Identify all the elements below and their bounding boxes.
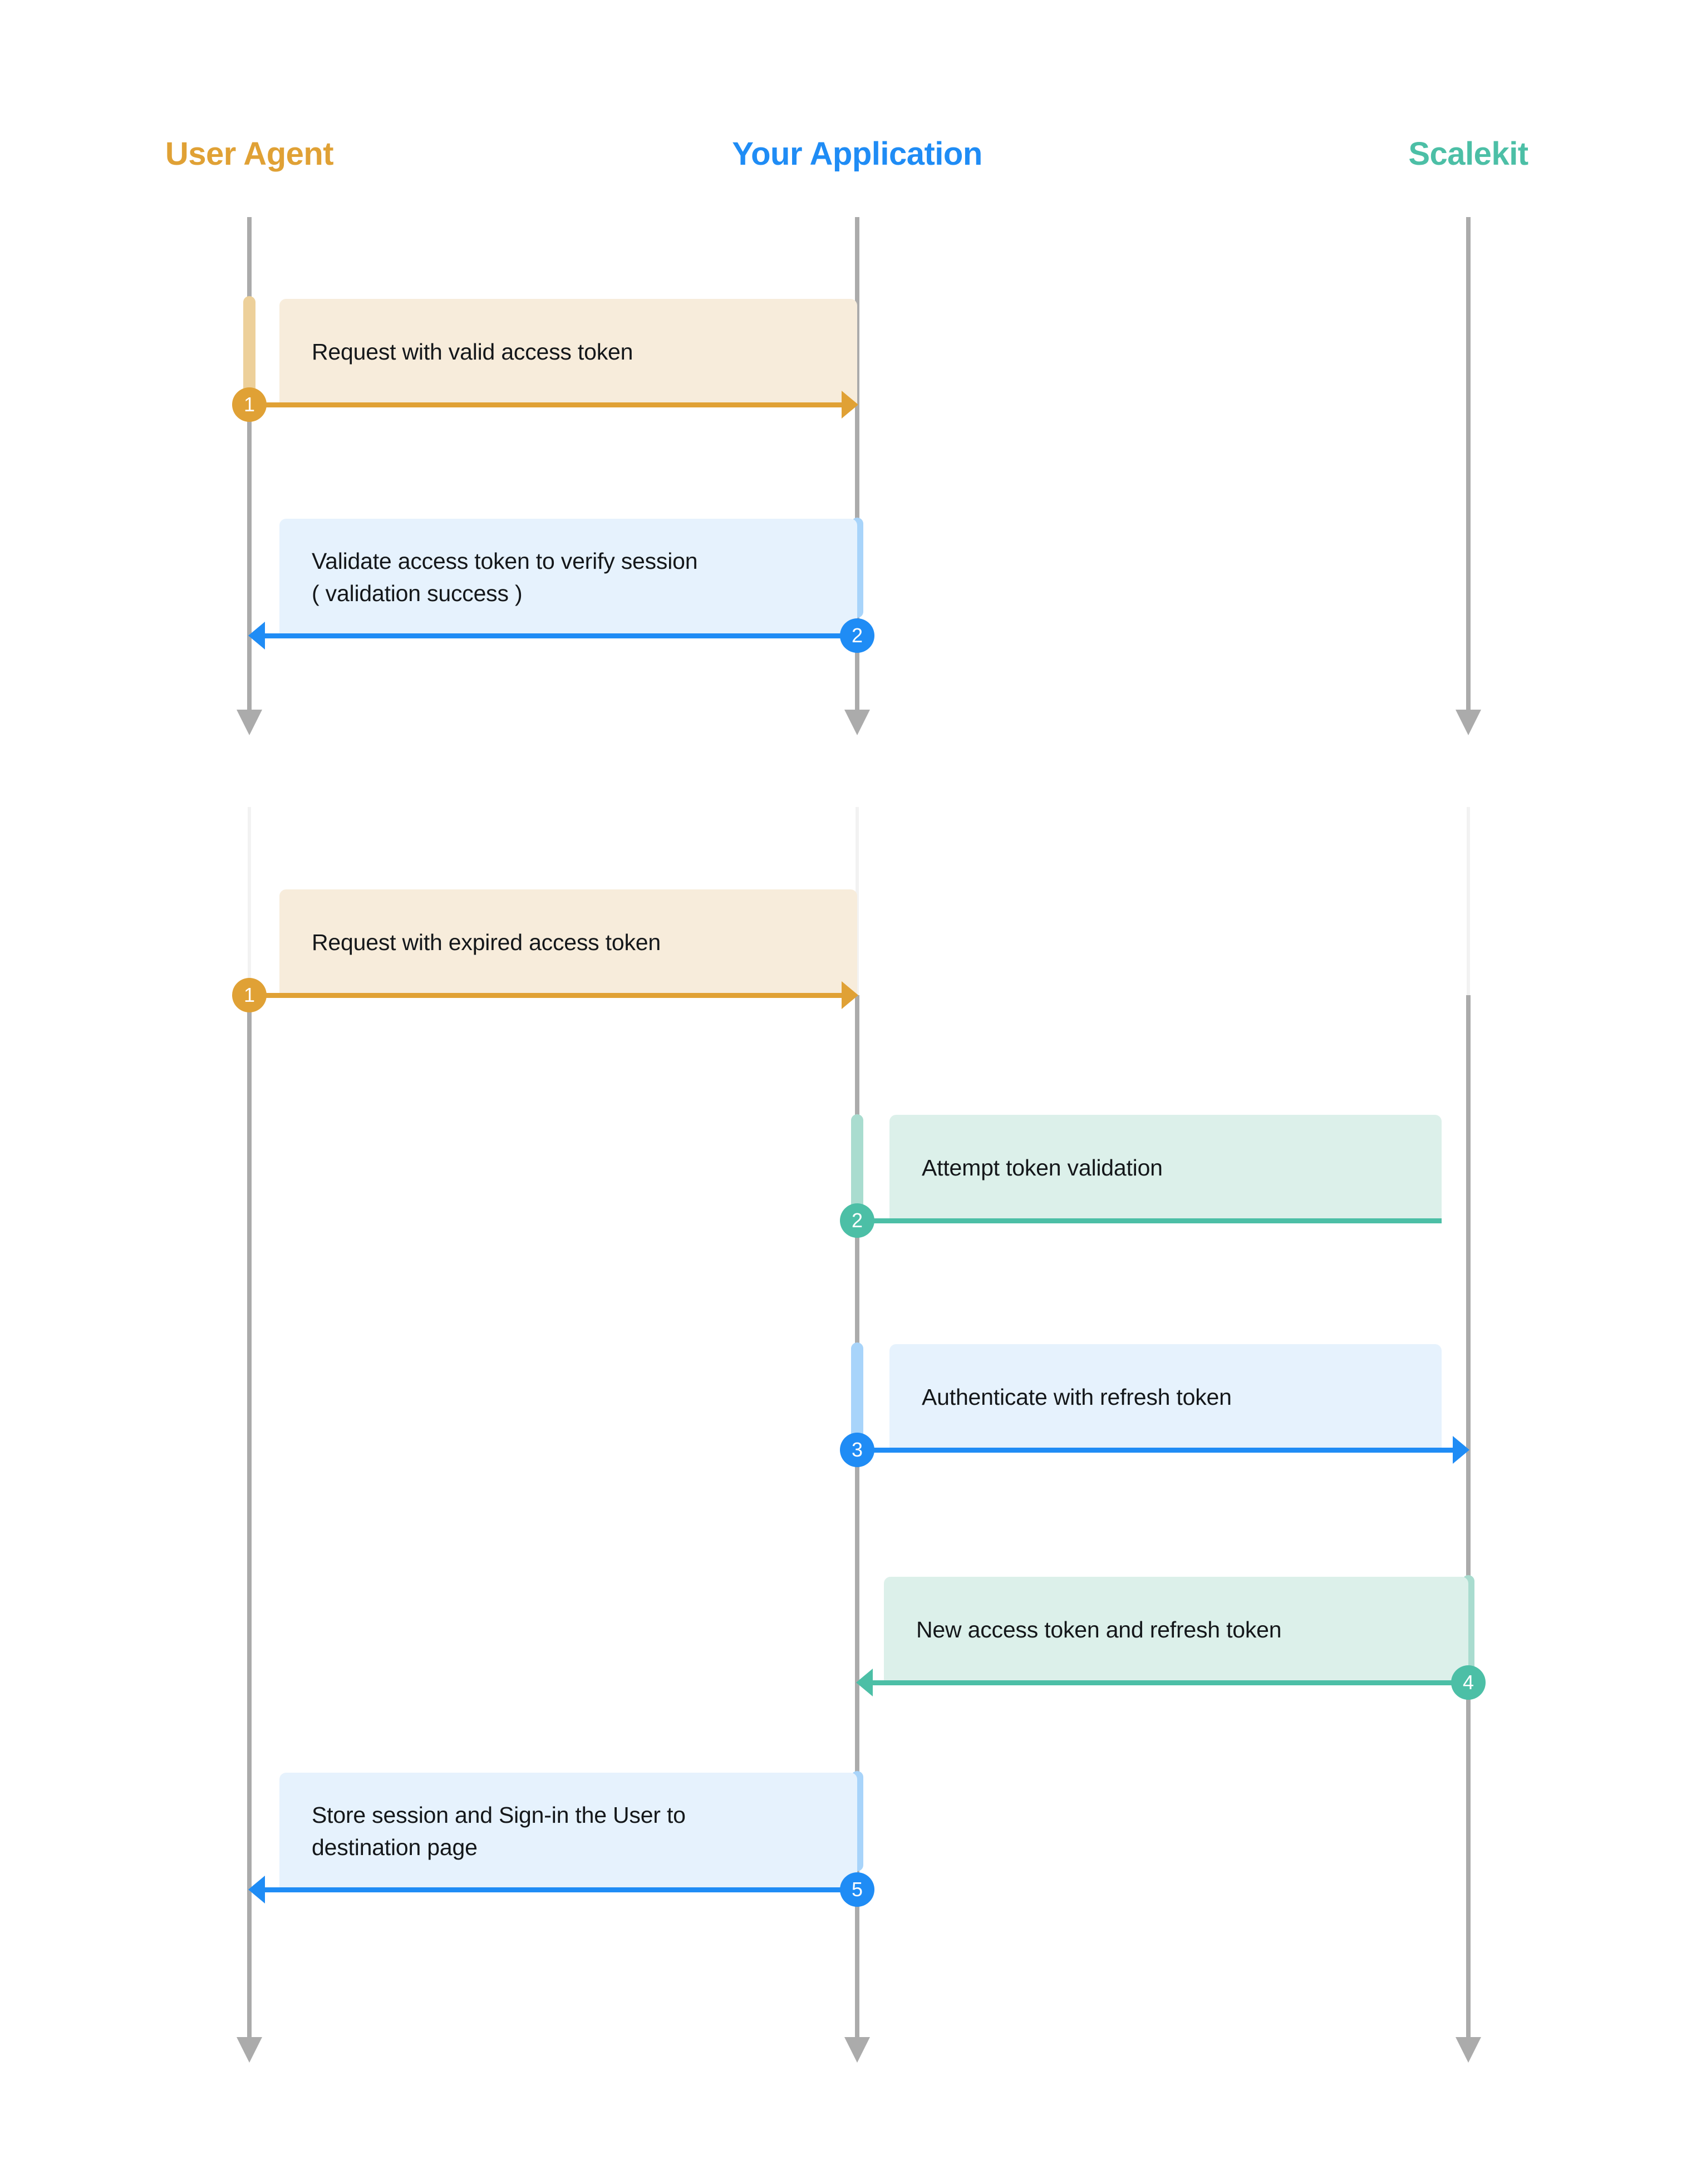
message-box-step-2: Attempt token validation: [889, 1115, 1442, 1221]
participant-header-your-application: Your Application: [732, 136, 982, 172]
message-arrow-step-4: [872, 1680, 1468, 1685]
message-label-step-3: Authenticate with refresh token: [922, 1384, 1232, 1410]
lifeline-end-arrow-your-application: [844, 710, 870, 735]
message-arrow-step-1: [249, 993, 843, 998]
message-arrow-step-2: [264, 633, 857, 638]
arrowhead-step-2: [248, 622, 265, 650]
step-badge-1[interactable]: 1: [232, 387, 267, 422]
participant-header-scalekit: Scalekit: [1408, 136, 1528, 172]
activation-bar-your-application: [851, 1342, 863, 1443]
lifeline-end-arrow-user-agent: [237, 710, 262, 735]
message-label-step-2: Validate access token to verify session(…: [312, 548, 698, 606]
message-label-step-2: Attempt token validation: [922, 1154, 1163, 1180]
step-badge-5[interactable]: 5: [840, 1872, 874, 1907]
lifeline-user-agent: [247, 995, 252, 2037]
lifeline-scalekit: [1466, 217, 1471, 710]
message-label-step-4: New access token and refresh token: [916, 1616, 1282, 1642]
message-box-step-2: Validate access token to verify session(…: [279, 519, 857, 636]
step-badge-2[interactable]: 2: [840, 1203, 874, 1238]
lifeline-user-agent: [247, 217, 252, 710]
lifeline-scalekit: [1466, 995, 1471, 2037]
message-arrow-step-2: [857, 1218, 1442, 1223]
participant-header-user-agent: User Agent: [165, 136, 334, 172]
activation-bar-your-application: [851, 1114, 863, 1213]
arrowhead-step-5: [248, 1876, 265, 1903]
lifeline-end-arrow-your-application: [844, 2037, 870, 2063]
message-label-step-1: Request with valid access token: [312, 338, 633, 365]
message-arrow-step-5: [264, 1887, 857, 1892]
message-box-step-1: Request with valid access token: [279, 299, 857, 405]
lifeline-faint-user-agent: [248, 807, 251, 995]
message-box-step-1: Request with expired access token: [279, 889, 857, 995]
step-badge-1[interactable]: 1: [232, 978, 267, 1012]
message-box-step-4: New access token and refresh token: [884, 1577, 1468, 1683]
message-label-step-1: Request with expired access token: [312, 929, 661, 955]
arrowhead-step-1: [842, 391, 858, 419]
message-arrow-step-3: [857, 1448, 1454, 1453]
lifeline-end-arrow-scalekit: [1456, 2037, 1481, 2063]
activation-bar-user-agent: [243, 296, 255, 397]
step-badge-2[interactable]: 2: [840, 618, 874, 653]
message-arrow-step-1: [249, 402, 843, 407]
arrowhead-step-3: [1453, 1436, 1469, 1464]
lifeline-faint-scalekit: [1467, 807, 1470, 995]
arrowhead-step-1: [842, 981, 858, 1009]
lifeline-your-application: [855, 995, 859, 2037]
message-box-step-3: Authenticate with refresh token: [889, 1344, 1442, 1450]
lifeline-end-arrow-user-agent: [237, 2037, 262, 2063]
lifeline-your-application: [855, 217, 859, 710]
step-badge-4[interactable]: 4: [1451, 1665, 1486, 1700]
lifeline-faint-your-application: [856, 807, 859, 995]
arrowhead-step-4: [856, 1669, 873, 1696]
step-badge-3[interactable]: 3: [840, 1433, 874, 1467]
lifeline-end-arrow-scalekit: [1456, 710, 1481, 735]
